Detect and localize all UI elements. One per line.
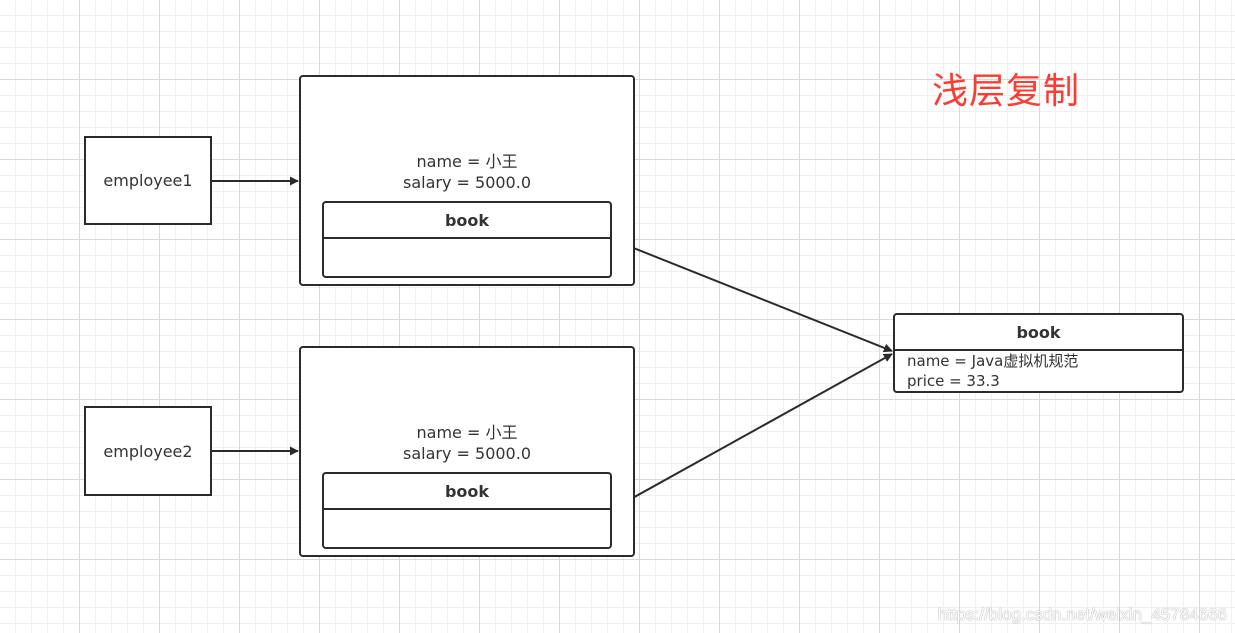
watermark: https://blog.csdn.net/weixin_45784666 xyxy=(937,605,1227,624)
diagram-title: 浅层复制 xyxy=(932,71,1081,112)
arrow-book1-to-shared-book xyxy=(610,238,893,353)
object1-name: name = 小王 xyxy=(416,152,518,171)
object2-name: name = 小王 xyxy=(416,423,518,442)
shared-book-price: price = 33.3 xyxy=(907,372,1000,390)
object1-book-label: book xyxy=(324,203,610,239)
employee2-box[interactable]: employee2 xyxy=(84,406,212,496)
shared-book-name: name = Java虚拟机规范 xyxy=(907,352,1079,370)
employee-object-1[interactable]: name = 小王 salary = 5000.0 book xyxy=(299,75,635,286)
employee1-label: employee1 xyxy=(103,171,193,190)
employee-object-2[interactable]: name = 小王 salary = 5000.0 book xyxy=(299,346,635,557)
object2-salary: salary = 5000.0 xyxy=(403,444,531,463)
shared-book-object[interactable]: book name = Java虚拟机规范 price = 33.3 xyxy=(893,313,1184,393)
arrow-book2-to-shared-book xyxy=(610,353,893,511)
shared-book-header: book xyxy=(895,315,1182,351)
object2-book-field[interactable]: book xyxy=(322,472,612,549)
employee1-box[interactable]: employee1 xyxy=(84,136,212,225)
object2-book-label: book xyxy=(324,474,610,510)
object1-salary: salary = 5000.0 xyxy=(403,173,531,192)
object1-book-field[interactable]: book xyxy=(322,201,612,278)
employee2-label: employee2 xyxy=(103,441,193,461)
